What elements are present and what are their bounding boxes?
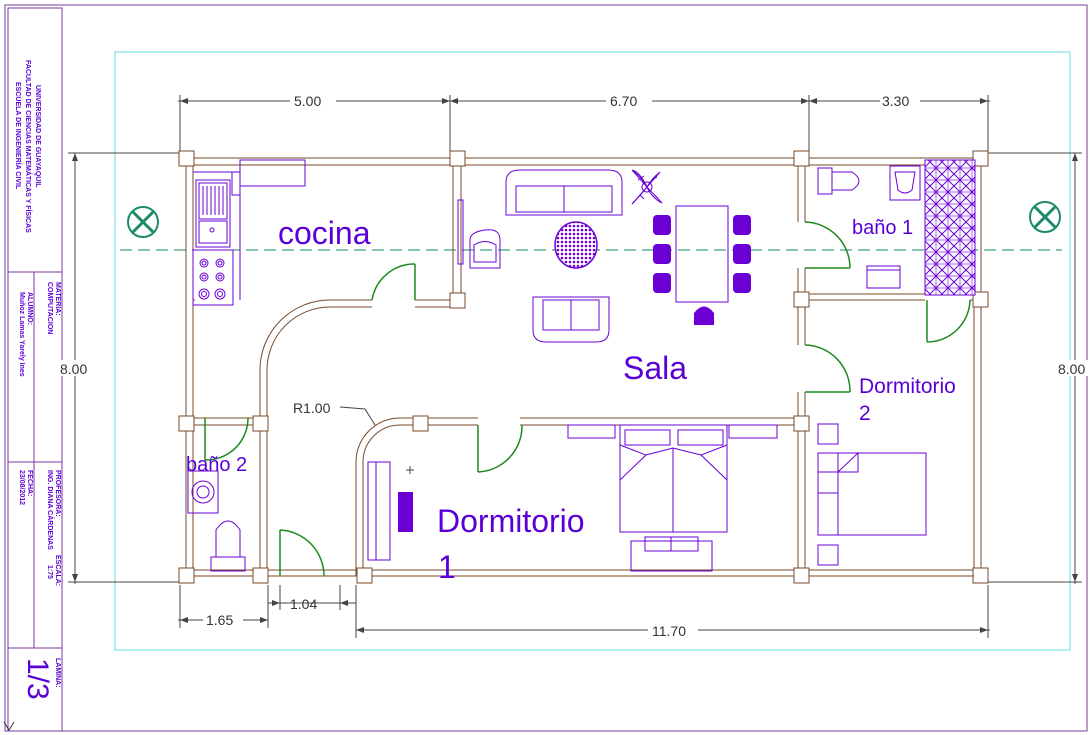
room-label-sala: Sala <box>623 350 687 386</box>
room-label-dormitorio2: Dormitorio <box>859 375 956 398</box>
date-value: 23/08/2012 <box>18 470 25 505</box>
sheet-number: 1/3 <box>21 658 54 700</box>
dimension-bottom-door: 1.04 <box>290 596 317 612</box>
dimension-right-height: 8.00 <box>1058 361 1085 377</box>
dimension-left-height: 8.00 <box>60 361 87 377</box>
dimension-top-mid: 6.70 <box>610 93 637 109</box>
radius-leader <box>339 406 376 426</box>
wardrobe <box>367 461 391 561</box>
nightstand-d2-bottom <box>817 544 839 566</box>
room-label-cocina: cocina <box>278 215 371 251</box>
title-block-professor: PROFESORA: ING. DIANA CÁRDENAS ESCALA: 1… <box>46 470 61 586</box>
bano2-toilet-icon <box>210 520 246 572</box>
title-block-date: FECHA: 23/08/2012 <box>18 470 33 505</box>
title-block-student: ALUMNO: Muñoz Lamas Yarely Ines <box>18 292 33 377</box>
student-value: Muñoz Lamas Yarely Ines <box>18 292 25 377</box>
title-block-subject: MATERIA: COMPUTACION <box>46 282 61 334</box>
dining-table <box>675 205 729 303</box>
filled-furniture <box>398 215 751 532</box>
dining-chair <box>653 273 671 293</box>
dining-chair <box>733 244 751 264</box>
nightstand-right <box>728 424 778 439</box>
dimension-radius: R1.00 <box>293 400 331 416</box>
room-label-dormitorio1-number: 1 <box>438 549 456 585</box>
subject-value: COMPUTACION <box>46 282 53 334</box>
professor-value: ING. DIANA CÁRDENAS <box>46 470 55 550</box>
shower-area <box>924 159 976 296</box>
armchair-icon <box>469 229 501 269</box>
dining-chair <box>653 215 671 235</box>
drawing-area-border <box>114 51 1071 651</box>
plant-icon <box>631 169 663 205</box>
room-label-bano1: baño 1 <box>852 217 913 239</box>
nightstand-d2-top <box>817 423 839 445</box>
scale-value: 1:75 <box>46 565 53 579</box>
dimension-ticks <box>72 98 1078 633</box>
date-label: FECHA: <box>26 470 33 496</box>
columns <box>178 150 989 584</box>
dimension-bottom-total: 11.70 <box>652 623 686 639</box>
furniture <box>187 159 974 577</box>
axis-marker-left-icon <box>127 206 159 238</box>
nightstand-left <box>567 424 616 439</box>
sheet-border <box>4 4 1088 732</box>
dining-chair <box>733 215 751 235</box>
professor-label: PROFESORA: <box>54 470 61 517</box>
kitchen-sink-icon <box>195 179 231 248</box>
round-rug <box>554 221 598 269</box>
dimension-top-left: 5.00 <box>294 93 321 109</box>
toilet-icon <box>817 167 860 195</box>
corner-mark <box>3 721 15 731</box>
doors <box>204 221 971 577</box>
school-text: ESCUELA DE INGENIERÍA CIVIL <box>14 82 23 190</box>
scale-label: ESCALA: <box>54 555 61 586</box>
dimension-top-right: 3.30 <box>882 93 909 109</box>
sofa-top-icon <box>505 169 623 216</box>
student-label: ALUMNO: <box>26 292 33 325</box>
bench-icon <box>630 536 713 572</box>
kitchen-shelf <box>239 159 306 187</box>
double-bed-icon <box>619 424 728 533</box>
title-block-sheet: LAMINA: 1/3 <box>21 658 61 700</box>
sofa-bottom-icon <box>532 296 610 343</box>
dining-chair <box>694 306 714 325</box>
room-label-dormitorio2-number: 2 <box>859 402 871 425</box>
bano2-sink-icon <box>187 470 219 514</box>
stove-icon <box>192 249 234 306</box>
title-block-university: UNIVERSIDAD DE GUAYAQUIL FACULTAD DE CIE… <box>14 60 41 233</box>
room-label-dormitorio1: Dormitorio <box>437 503 585 539</box>
subject-label: MATERIA: <box>54 282 61 316</box>
faculty-text: FACULTAD DE CIENCIAS MATEMÁTICAS Y FÍSIC… <box>24 60 33 233</box>
drawer-unit <box>398 492 413 532</box>
room-label-bano2: baño 2 <box>186 454 247 476</box>
sliding-panel <box>457 199 464 265</box>
dining-chair <box>733 273 751 293</box>
university-text: UNIVERSIDAD DE GUAYAQUIL <box>34 85 41 188</box>
axis-marker-right-icon <box>1029 201 1061 233</box>
sheet-label: LAMINA: <box>54 658 61 688</box>
bath-cabinet <box>866 265 901 289</box>
dining-chair <box>653 244 671 264</box>
dimension-bottom-left: 1.65 <box>206 612 233 628</box>
single-bed-icon <box>817 451 927 536</box>
bathroom-sink-icon <box>889 165 921 201</box>
